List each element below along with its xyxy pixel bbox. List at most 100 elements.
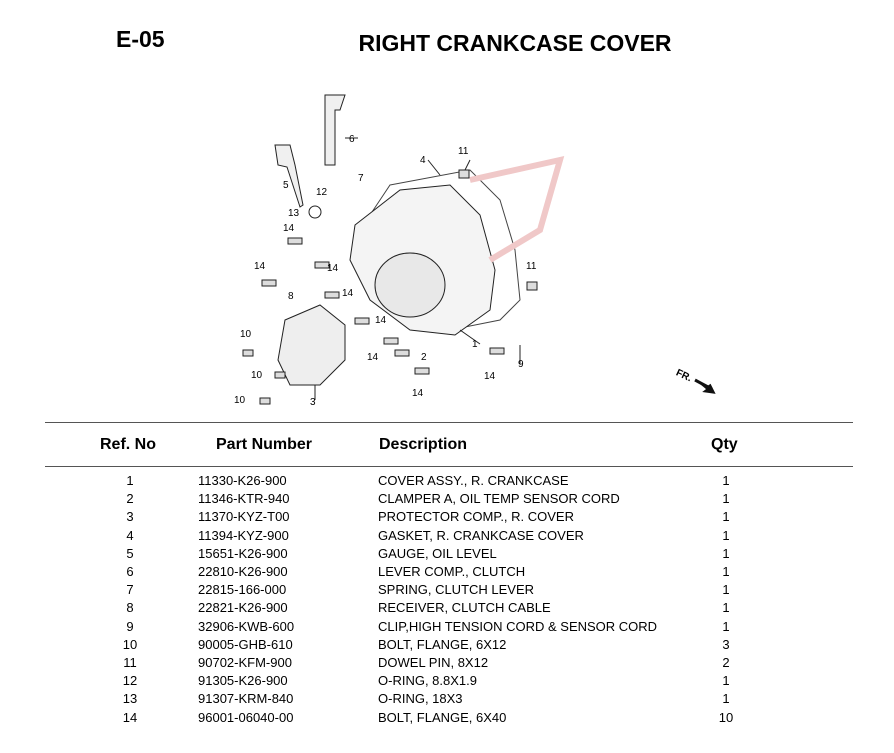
quantity: 1 xyxy=(722,491,730,507)
quantity: 1 xyxy=(722,527,730,543)
ref-no: 10 xyxy=(122,636,138,652)
part-number: 91305-K26-900 xyxy=(198,673,288,689)
part-number: 15651-K26-900 xyxy=(198,545,288,561)
description: O-RING, 8.8X1.9 xyxy=(378,673,477,689)
table-row: 1 11330-K26-900 COVER ASSY., R. CRANKCASE 1 xyxy=(0,473,894,491)
description: DOWEL PIN, 8X12 xyxy=(378,655,489,670)
part-number: 11394-KYZ-900 xyxy=(198,527,289,543)
col-qty-header: Qty xyxy=(711,436,738,453)
callout: 5 xyxy=(283,180,289,191)
table-row: 6 22810-K26-900 LEVER COMP., CLUTCH 1 xyxy=(0,564,894,582)
exploded-diagram: 6 4 11 7 5 12 13 14 14 8 14 14 11 10 14 … xyxy=(234,94,716,408)
description: PROTECTOR COMP., R. COVER xyxy=(378,509,574,525)
description: O-RING, 18X3 xyxy=(378,691,463,707)
o-ring-13 xyxy=(308,205,322,219)
ref-no: 11 xyxy=(123,655,137,670)
quantity: 1 xyxy=(722,618,730,634)
table-row: 2 11346-KTR-940 CLAMPER A, OIL TEMP SENSOR… xyxy=(0,491,894,509)
callout: 14 xyxy=(375,315,387,326)
ref-no: 1 xyxy=(126,473,134,488)
quantity: 1 xyxy=(722,509,730,525)
description: CLAMPER A, OIL TEMP SENSOR CORD xyxy=(378,491,620,507)
callout: 14 xyxy=(484,371,496,382)
part-number: 11330-K26-900 xyxy=(198,473,287,488)
callout: 11 xyxy=(526,261,537,272)
direction-label: FR. xyxy=(674,368,693,385)
ref-no: 7 xyxy=(126,582,134,598)
callout: 7 xyxy=(358,173,364,184)
quantity: 10 xyxy=(718,709,734,725)
callout: 14 xyxy=(412,388,424,399)
description: GASKET, R. CRANKCASE COVER xyxy=(378,527,584,543)
ref-no: 13 xyxy=(122,691,138,707)
quantity: 1 xyxy=(722,564,730,579)
description: RECEIVER, CLUTCH CABLE xyxy=(378,600,551,616)
col-desc-header: Description xyxy=(379,436,468,453)
ref-no: 2 xyxy=(126,491,134,507)
callout: 14 xyxy=(327,263,339,274)
part-number: 91307-KRM-840 xyxy=(198,691,294,707)
part-number: 22810-K26-900 xyxy=(198,564,288,579)
part-number: 11370-KYZ-T00 xyxy=(198,509,290,525)
col-ref-header: Ref. No xyxy=(100,436,156,453)
quantity: 1 xyxy=(722,545,730,561)
protector-shape xyxy=(277,304,346,386)
quantity: 1 xyxy=(722,673,730,689)
description: COVER ASSY., R. CRANKCASE xyxy=(378,473,569,488)
description: LEVER COMP., CLUTCH xyxy=(378,564,526,579)
ref-no: 8 xyxy=(126,600,134,616)
description: GAUGE, OIL LEVEL xyxy=(378,545,497,561)
divider xyxy=(45,466,853,467)
quantity: 3 xyxy=(722,636,730,652)
quantity: 1 xyxy=(722,473,730,488)
ref-no: 9 xyxy=(126,618,134,634)
table-row: 9 32906-KWB-600 CLIP,HIGH TENSION CORD & S… xyxy=(0,619,894,637)
callout: 13 xyxy=(288,208,300,219)
callout: 14 xyxy=(342,288,354,299)
section-code: E-05 xyxy=(116,26,165,52)
table-row: 5 15651-K26-900 GAUGE, OIL LEVEL 1 xyxy=(0,546,894,564)
quantity: 2 xyxy=(722,655,730,670)
clutch-lever-shape xyxy=(324,94,346,166)
part-number: 90005-GHB-610 xyxy=(198,636,293,652)
part-number: 32906-KWB-600 xyxy=(198,618,295,634)
callout: 14 xyxy=(254,261,266,272)
ref-no: 3 xyxy=(126,509,134,525)
ref-no: 6 xyxy=(126,564,134,579)
callout: 3 xyxy=(310,397,316,408)
callout: 14 xyxy=(367,352,379,363)
description: BOLT, FLANGE, 6X12 xyxy=(378,636,507,652)
callout: 9 xyxy=(518,359,524,370)
divider xyxy=(45,422,853,423)
part-number: 22821-K26-900 xyxy=(198,600,288,616)
part-number: 90702-KFM-900 xyxy=(198,655,292,670)
oil-gauge-shape xyxy=(274,144,304,208)
col-part-header: Part Number xyxy=(216,436,313,453)
callout: 11 xyxy=(458,146,469,157)
description: SPRING, CLUTCH LEVER xyxy=(378,582,535,598)
callout: 4 xyxy=(420,155,426,166)
ref-no: 5 xyxy=(126,545,134,561)
page-title: RIGHT CRANKCASE COVER xyxy=(358,30,672,56)
part-number: 96001-06040-00 xyxy=(198,709,294,725)
fr-arrow xyxy=(694,378,716,394)
callout: 10 xyxy=(240,329,252,340)
clutch-dome xyxy=(374,252,446,318)
table-row: 8 22821-K26-900 RECEIVER, CLUTCH CABLE 1 xyxy=(0,600,894,618)
table-row: 12 91305-K26-900 O-RING, 8.8X1.9 1 xyxy=(0,673,894,691)
part-number: 11346-KTR-940 xyxy=(198,491,290,507)
callout: 6 xyxy=(349,134,355,145)
part-number: 22815-166-000 xyxy=(198,582,287,598)
callout: 10 xyxy=(251,370,263,381)
ref-no: 12 xyxy=(122,673,138,689)
table-row: 3 11370-KYZ-T00 PROTECTOR COMP., R. COVER 1 xyxy=(0,509,894,527)
ref-no: 14 xyxy=(122,709,138,725)
description: CLIP,HIGH TENSION CORD & SENSOR CORD xyxy=(378,618,658,634)
callout: 10 xyxy=(234,395,246,406)
quantity: 1 xyxy=(722,600,730,616)
